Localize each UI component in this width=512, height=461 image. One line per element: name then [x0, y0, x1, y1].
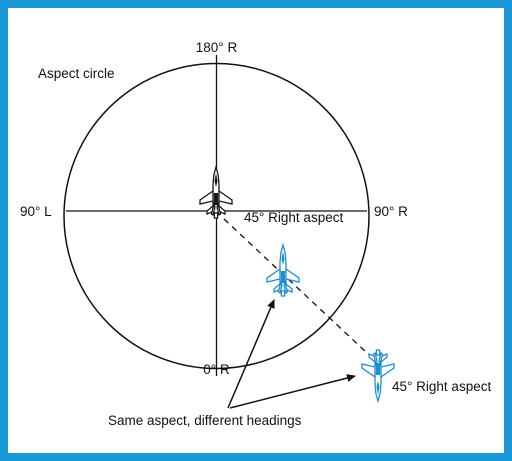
- arrow-to-far-aircraft: [229, 374, 356, 409]
- label-90-l: 90° L: [20, 204, 52, 219]
- label-aspect-inner: 45° Right aspect: [244, 210, 343, 225]
- label-0-r: 0° R: [203, 362, 230, 377]
- aspect-circle-title: Aspect circle: [38, 66, 115, 81]
- target-aircraft: [199, 166, 233, 219]
- arrow-to-near-aircraft: [227, 299, 275, 409]
- line-of-sight: [223, 218, 383, 368]
- label-90-r: 90° R: [374, 204, 408, 219]
- label-aspect-outer: 45° Right aspect: [392, 379, 491, 394]
- attacker-aircraft-near: [266, 244, 300, 297]
- caption: Same aspect, different headings: [108, 413, 302, 428]
- attacker-aircraft-far: [361, 349, 395, 402]
- label-180-r: 180° R: [196, 40, 238, 55]
